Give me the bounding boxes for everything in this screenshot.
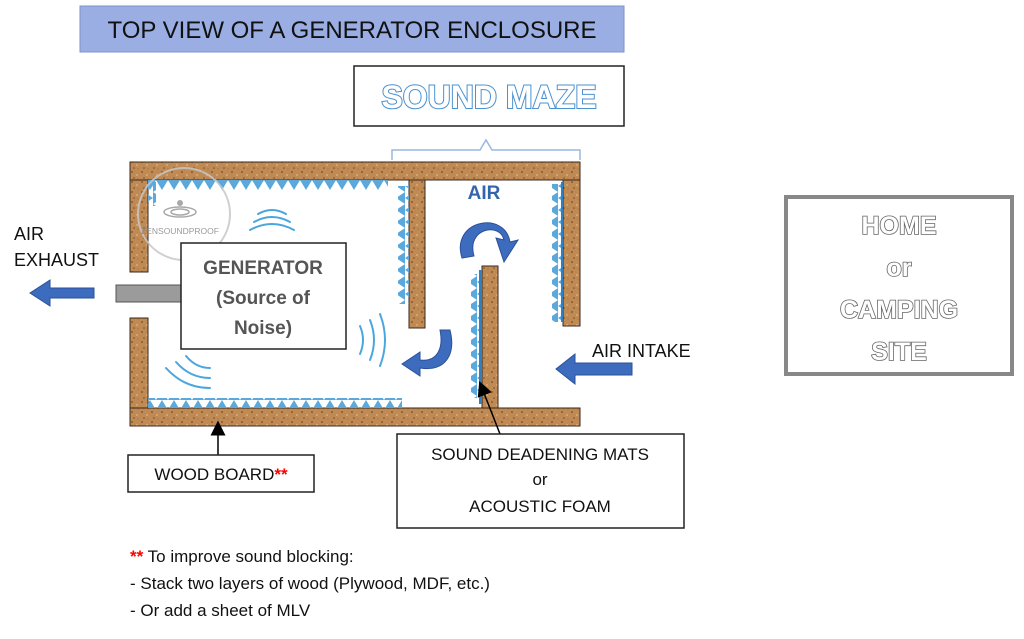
wall-bottom <box>129 407 581 427</box>
foam-baffle-2 <box>471 274 482 398</box>
sound-wave-top <box>249 209 295 231</box>
foam-bottom <box>148 398 402 408</box>
mats-box <box>396 433 685 529</box>
mats-label-line3: ACOUSTIC FOAM <box>469 497 611 516</box>
mats-pointer <box>477 381 501 435</box>
air-exhaust-label-line2: EXHAUST <box>14 250 99 270</box>
foam-baffle-1 <box>398 186 409 304</box>
notes-intro-text: To improve sound blocking: <box>143 547 353 566</box>
notes-item-2: - Or add a sheet of MLV <box>130 601 311 620</box>
mat-strip-right <box>561 182 563 322</box>
air-intake-label: AIR INTAKE <box>592 341 691 361</box>
wood-board-marker: ** <box>274 465 288 484</box>
home-label-line2: or <box>887 254 912 282</box>
home-label-line3: CAMPING <box>840 296 958 324</box>
sound-wave-right <box>359 313 386 367</box>
air-label: AIR <box>468 183 501 204</box>
air-flow: AIR <box>29 183 633 386</box>
sound-waves <box>165 209 386 389</box>
mats-label-line2: or <box>532 470 547 489</box>
notes-item-1: - Stack two layers of wood (Plywood, MDF… <box>130 574 490 593</box>
wood-board-box <box>127 454 315 493</box>
baffle-2 <box>481 265 499 409</box>
home-label-line4: SITE <box>871 338 927 366</box>
notes: ** To improve sound blocking: - Stack tw… <box>130 547 490 620</box>
air-exhaust-arrow <box>29 279 95 307</box>
sound-wave-bottom-left <box>165 355 211 389</box>
notes-marker: ** <box>130 547 144 566</box>
wood-board-text: WOOD BOARD** <box>154 465 288 484</box>
foam-left-upper <box>148 182 156 206</box>
air-intake-arrow <box>555 352 633 386</box>
sound-maze-box <box>353 65 625 127</box>
foam-right <box>552 184 563 322</box>
wall-left-lower <box>129 317 149 409</box>
sound-maze-brace <box>391 138 581 160</box>
baffle-1 <box>408 179 426 329</box>
diagram-title: TOP VIEW OF A GENERATOR ENCLOSURE <box>108 17 597 44</box>
logo-drop <box>177 200 183 206</box>
home-box-text: HOME or CAMPING SITE <box>839 211 959 367</box>
foam-top <box>148 180 388 190</box>
title-banner <box>79 5 625 53</box>
generator-label-line3: Noise) <box>234 318 292 339</box>
air-exhaust-label-line1: AIR <box>14 224 44 244</box>
air-turn-arrow <box>401 329 453 377</box>
notes-intro: ** To improve sound blocking: <box>130 547 354 566</box>
home-label-line1: HOME <box>862 212 937 240</box>
exhaust-pipe <box>115 284 183 303</box>
logo-ripple-outer <box>163 206 197 218</box>
logo-ripple-inner <box>170 208 190 216</box>
generator-label-line1: GENERATOR <box>203 258 323 279</box>
sound-maze-label: SOUND MAZE <box>381 79 596 115</box>
generator-box <box>180 242 347 350</box>
mat-strip-baffle-2 <box>479 270 482 404</box>
watermark-text: ZENSOUNDPROOF <box>141 226 219 236</box>
enclosure-walls <box>129 161 581 427</box>
wood-board-label: WOOD BOARD <box>154 465 274 484</box>
air-curve-arrow <box>459 222 520 264</box>
mats-label-line1: SOUND DEADENING MATS <box>431 445 649 464</box>
wall-right-upper <box>562 179 581 327</box>
generator-label-line2: (Source of <box>216 288 311 309</box>
acoustic-foam <box>148 180 563 408</box>
home-box <box>784 195 1014 376</box>
